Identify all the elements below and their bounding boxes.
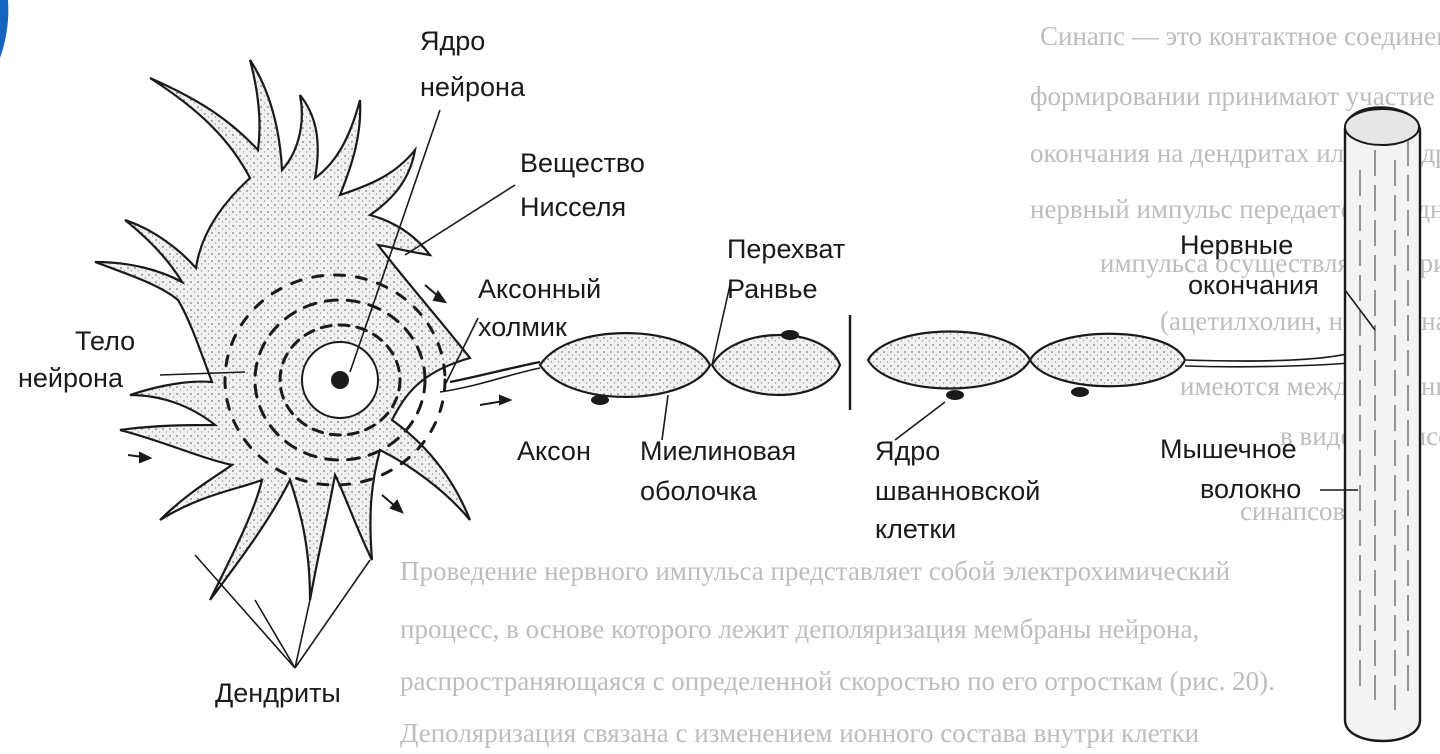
myelin-sheath xyxy=(540,332,1185,397)
label-muscle-line-1: Мышечное xyxy=(1160,434,1297,464)
label-muscle-line-2: волокно xyxy=(1200,474,1301,504)
label-schwann-line-2: шванновской xyxy=(875,476,1040,506)
label-nissl-line-1: Вещество xyxy=(520,148,645,178)
label-nissl: Вещество Нисселя xyxy=(520,148,652,222)
label-myelin-line-2: оболочка xyxy=(640,476,758,506)
label-endings-line-2: окончания xyxy=(1188,270,1319,300)
label-schwann-line-3: клетки xyxy=(875,514,956,544)
label-dendrites: Дендриты xyxy=(215,678,341,708)
muscle-fiber xyxy=(1345,108,1420,742)
label-hillock-line-2: холмик xyxy=(478,312,567,342)
label-muscle: Мышечное волокно xyxy=(1160,434,1304,504)
label-axon: Аксон xyxy=(517,436,591,466)
label-hillock: Аксонный холмик xyxy=(478,274,609,342)
label-nucleus: Ядро нейрона xyxy=(420,26,526,102)
label-myelin: Миелиновая оболочка xyxy=(640,436,804,506)
label-myelin-line-1: Миелиновая xyxy=(640,436,796,466)
label-ranvier: Перехват Ранвье xyxy=(727,234,853,304)
label-nucleus-line-1: Ядро xyxy=(420,26,485,56)
corner-accent xyxy=(0,0,8,58)
label-body: Тело нейрона xyxy=(18,326,143,393)
label-nissl-line-2: Нисселя xyxy=(520,192,626,222)
neuron-body xyxy=(95,60,470,600)
nucleolus xyxy=(331,371,349,389)
label-body-line-1: Тело xyxy=(75,326,135,356)
label-ranvier-line-2: Ранвье xyxy=(727,274,817,304)
label-ranvier-line-1: Перехват xyxy=(727,234,845,264)
label-schwann: Ядро шванновской клетки xyxy=(875,436,1048,544)
label-schwann-line-1: Ядро xyxy=(875,436,940,466)
label-hillock-line-1: Аксонный xyxy=(478,274,601,304)
axon-terminal-line-2 xyxy=(1185,362,1362,367)
axon-terminal-line xyxy=(1185,352,1355,361)
label-endings-line-1: Нервные xyxy=(1180,230,1293,260)
label-body-line-2: нейрона xyxy=(18,363,124,393)
label-nucleus-line-2: нейрона xyxy=(420,72,526,102)
label-endings: Нервные окончания xyxy=(1180,230,1319,300)
